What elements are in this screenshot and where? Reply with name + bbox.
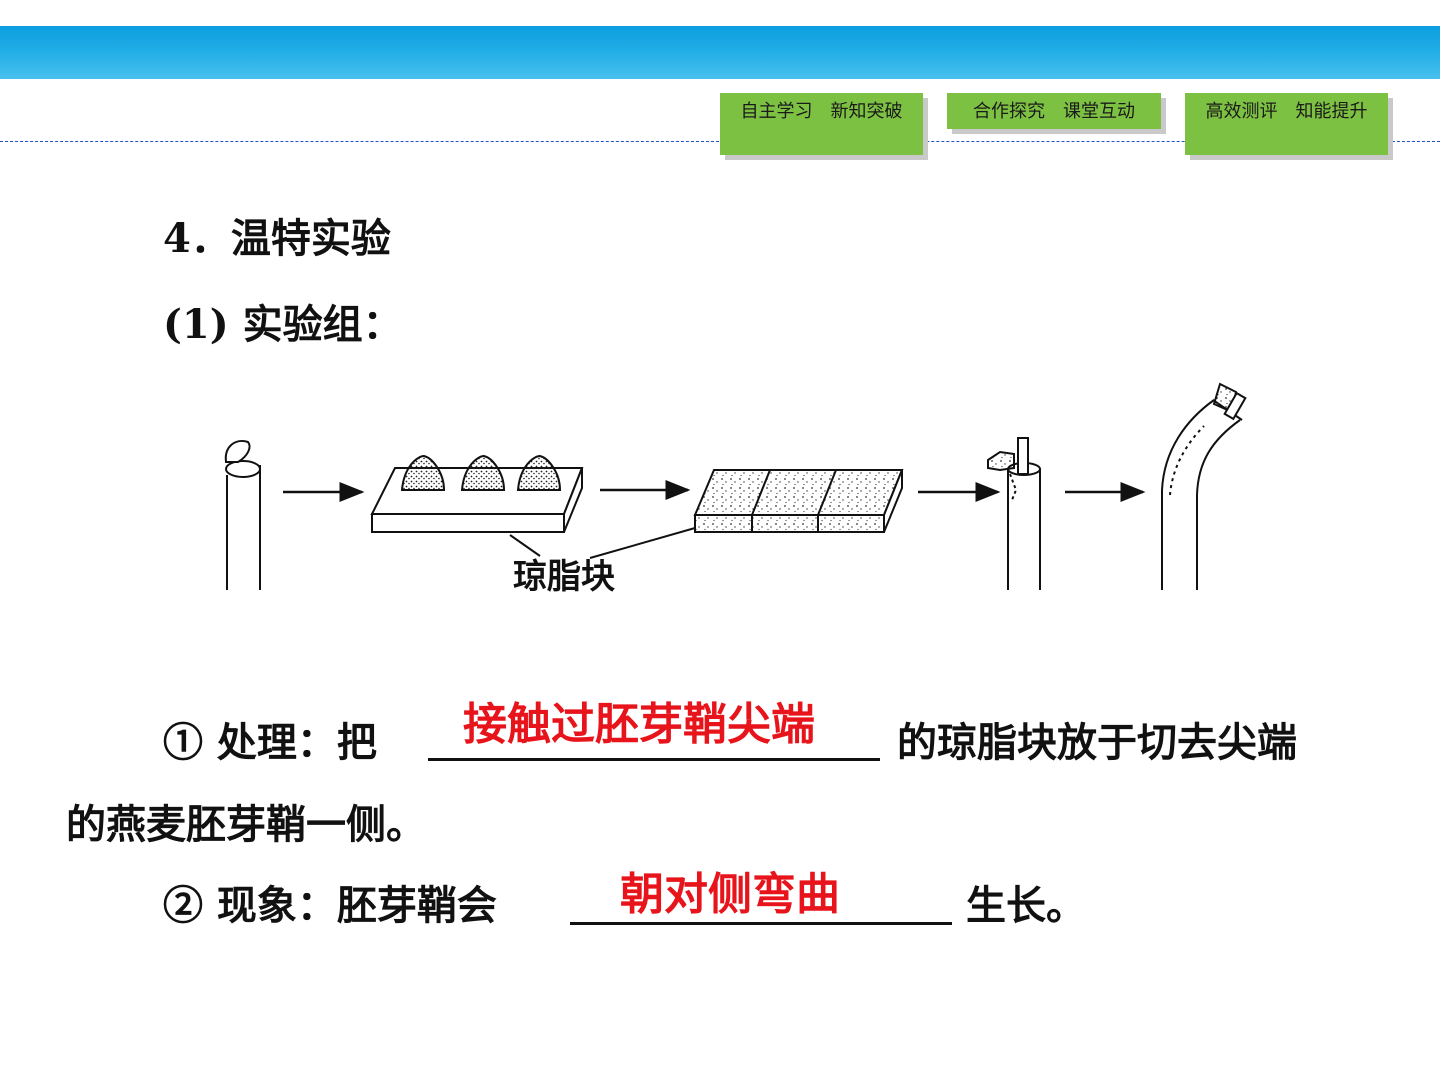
step2-prefix: ② 现象：胚芽鞘会 — [163, 882, 497, 929]
bent-coleoptile — [1161, 382, 1247, 590]
coleoptile-with-tip — [224, 440, 261, 590]
step2-answer: 朝对侧弯曲 — [620, 869, 840, 920]
agar-label: 琼脂块 — [513, 557, 615, 597]
nav-button-assessment[interactable]: 高效测评 知能提升 — [1185, 93, 1388, 155]
step1-answer-blank — [428, 758, 880, 761]
step2-answer-blank — [570, 922, 952, 925]
coleoptile-with-agar — [987, 437, 1041, 590]
label-pointer — [509, 527, 696, 559]
nav-button-self-study-label: 自主学习 新知突破 — [740, 101, 903, 122]
step1-line2: 的燕麦胚芽鞘一侧。 — [66, 801, 426, 848]
step2-suffix: 生长。 — [966, 882, 1086, 929]
agar-block-with-tips — [370, 454, 584, 533]
step1-answer: 接触过胚芽鞘尖端 — [463, 699, 815, 750]
step1-prefix: ① 处理：把 — [163, 719, 377, 766]
nav-button-self-study[interactable]: 自主学习 新知突破 — [720, 93, 923, 155]
nav-button-assessment-label: 高效测评 知能提升 — [1205, 101, 1368, 122]
header-band — [0, 26, 1440, 79]
nav-button-cooperative-inquiry-label: 合作探究 课堂互动 — [973, 101, 1135, 122]
agar-blocks-divided — [693, 469, 904, 533]
step1-suffix: 的琼脂块放于切去尖端 — [897, 719, 1297, 766]
nav-button-cooperative-inquiry[interactable]: 合作探究 课堂互动 — [947, 93, 1161, 129]
section-subtitle: (1) 实验组： — [163, 301, 403, 348]
section-title: 4．温特实验 — [163, 215, 391, 262]
